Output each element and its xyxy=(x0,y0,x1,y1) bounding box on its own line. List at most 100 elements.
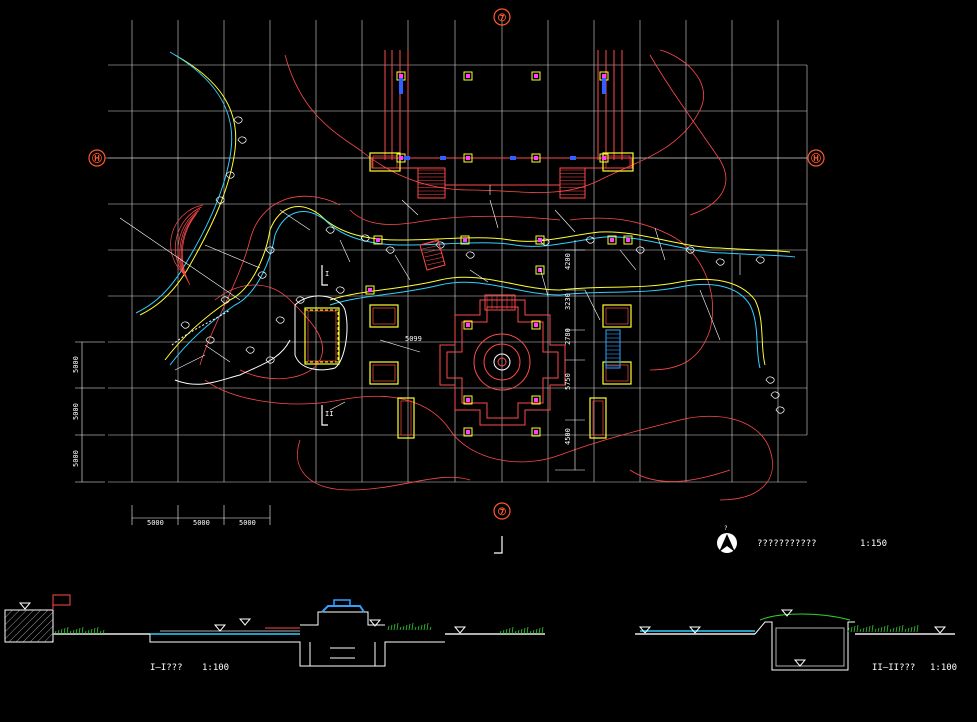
post-marker xyxy=(373,235,383,245)
post-core xyxy=(626,238,630,242)
post-core xyxy=(602,156,606,160)
section-1-title: I—I??? xyxy=(150,663,183,673)
grass-blade xyxy=(535,628,538,635)
grass-blade xyxy=(886,624,889,633)
grass-blade xyxy=(508,627,511,635)
pavilion-inner xyxy=(605,364,629,382)
rock xyxy=(225,171,235,179)
rock xyxy=(715,258,725,266)
grid-bubble-bottom: ⑦ xyxy=(493,502,511,520)
post-marker xyxy=(531,71,541,81)
grass-blade xyxy=(402,625,405,631)
grass-blade xyxy=(420,624,423,631)
rock-edging xyxy=(180,116,785,414)
post-core xyxy=(368,288,372,292)
blue-bar xyxy=(602,78,606,94)
post-marker xyxy=(599,153,609,163)
pavilion-outer xyxy=(589,397,607,439)
grass-blade xyxy=(517,629,520,635)
grass-blade xyxy=(910,626,913,633)
rock xyxy=(245,346,255,354)
svg-text:⑦: ⑦ xyxy=(498,507,507,518)
svg-text:Ⓗ: Ⓗ xyxy=(811,152,821,165)
grass-blade xyxy=(904,628,907,633)
grass-blade xyxy=(856,624,859,633)
grass-blade xyxy=(60,628,63,635)
grass-blade xyxy=(520,628,523,635)
grass-blade xyxy=(514,630,517,635)
grass-blade xyxy=(907,627,910,633)
rock xyxy=(465,251,475,259)
grass-blade xyxy=(81,626,84,635)
post-core xyxy=(376,238,380,242)
grass-blade xyxy=(87,629,90,635)
grass-blade xyxy=(859,628,862,633)
rock xyxy=(770,391,780,399)
left-dimension xyxy=(75,341,105,483)
post-core xyxy=(399,156,403,160)
post-marker xyxy=(463,153,473,163)
fan-arc xyxy=(181,214,196,286)
stair-treads xyxy=(418,169,585,309)
section-2-vegetation xyxy=(847,624,919,633)
pavilion-outer xyxy=(397,397,415,439)
post-marker xyxy=(535,265,545,275)
stair-tread xyxy=(423,248,442,254)
rock xyxy=(755,256,765,264)
grass-blade xyxy=(417,625,420,631)
grass-blade xyxy=(75,628,78,635)
grass-blade xyxy=(892,627,895,633)
plan-grid xyxy=(105,20,808,483)
svg-text:II: II xyxy=(325,410,333,418)
post-core xyxy=(466,156,470,160)
rock xyxy=(233,116,243,124)
grass-blade xyxy=(874,628,877,633)
post-core xyxy=(602,74,606,78)
post-marker xyxy=(607,235,617,245)
post-marker xyxy=(531,320,541,330)
post-marker xyxy=(365,285,375,295)
stair-tread xyxy=(422,244,441,250)
grass-blade xyxy=(529,630,532,635)
fan-arc xyxy=(170,204,204,276)
grass-blade xyxy=(54,630,57,635)
svg-text:I: I xyxy=(325,270,329,278)
grass-blade xyxy=(871,624,874,633)
pavilion-inner xyxy=(372,307,396,325)
grass-blade xyxy=(868,625,871,633)
grass-blade xyxy=(390,624,393,631)
post-core xyxy=(534,156,538,160)
section-2-title: II—II??? xyxy=(872,663,915,673)
grass-blade xyxy=(69,630,72,635)
center-dim-label: 4200 xyxy=(564,253,572,270)
stair-tread xyxy=(424,252,443,258)
rock xyxy=(585,236,595,244)
grass-blade xyxy=(898,625,901,633)
post-core xyxy=(534,74,538,78)
grass-blade xyxy=(850,626,853,633)
rock xyxy=(540,238,550,246)
pavilion-inner xyxy=(372,364,396,382)
post-core xyxy=(466,398,470,402)
grass-blade xyxy=(63,627,66,635)
pavilion-markers xyxy=(304,71,634,439)
center-dim-label: 2780 xyxy=(564,328,572,345)
post-core xyxy=(534,323,538,327)
grass-blade xyxy=(865,626,868,633)
section-1-scale: 1:100 xyxy=(202,663,229,673)
rock xyxy=(685,246,695,254)
dim-left-3: 5000 xyxy=(72,450,80,467)
post-core xyxy=(466,323,470,327)
pavilion-inner xyxy=(400,400,412,436)
grass-blade xyxy=(102,629,105,635)
section-1-drawing xyxy=(4,594,545,667)
post-marker xyxy=(623,235,633,245)
blue-bar xyxy=(399,78,403,94)
post-marker xyxy=(463,71,473,81)
post-core xyxy=(534,398,538,402)
grass-blade xyxy=(78,627,81,635)
grass-blade xyxy=(505,628,508,635)
section-marker-3 xyxy=(494,536,503,554)
grass-blade xyxy=(847,627,850,633)
grass-blade xyxy=(414,626,417,631)
